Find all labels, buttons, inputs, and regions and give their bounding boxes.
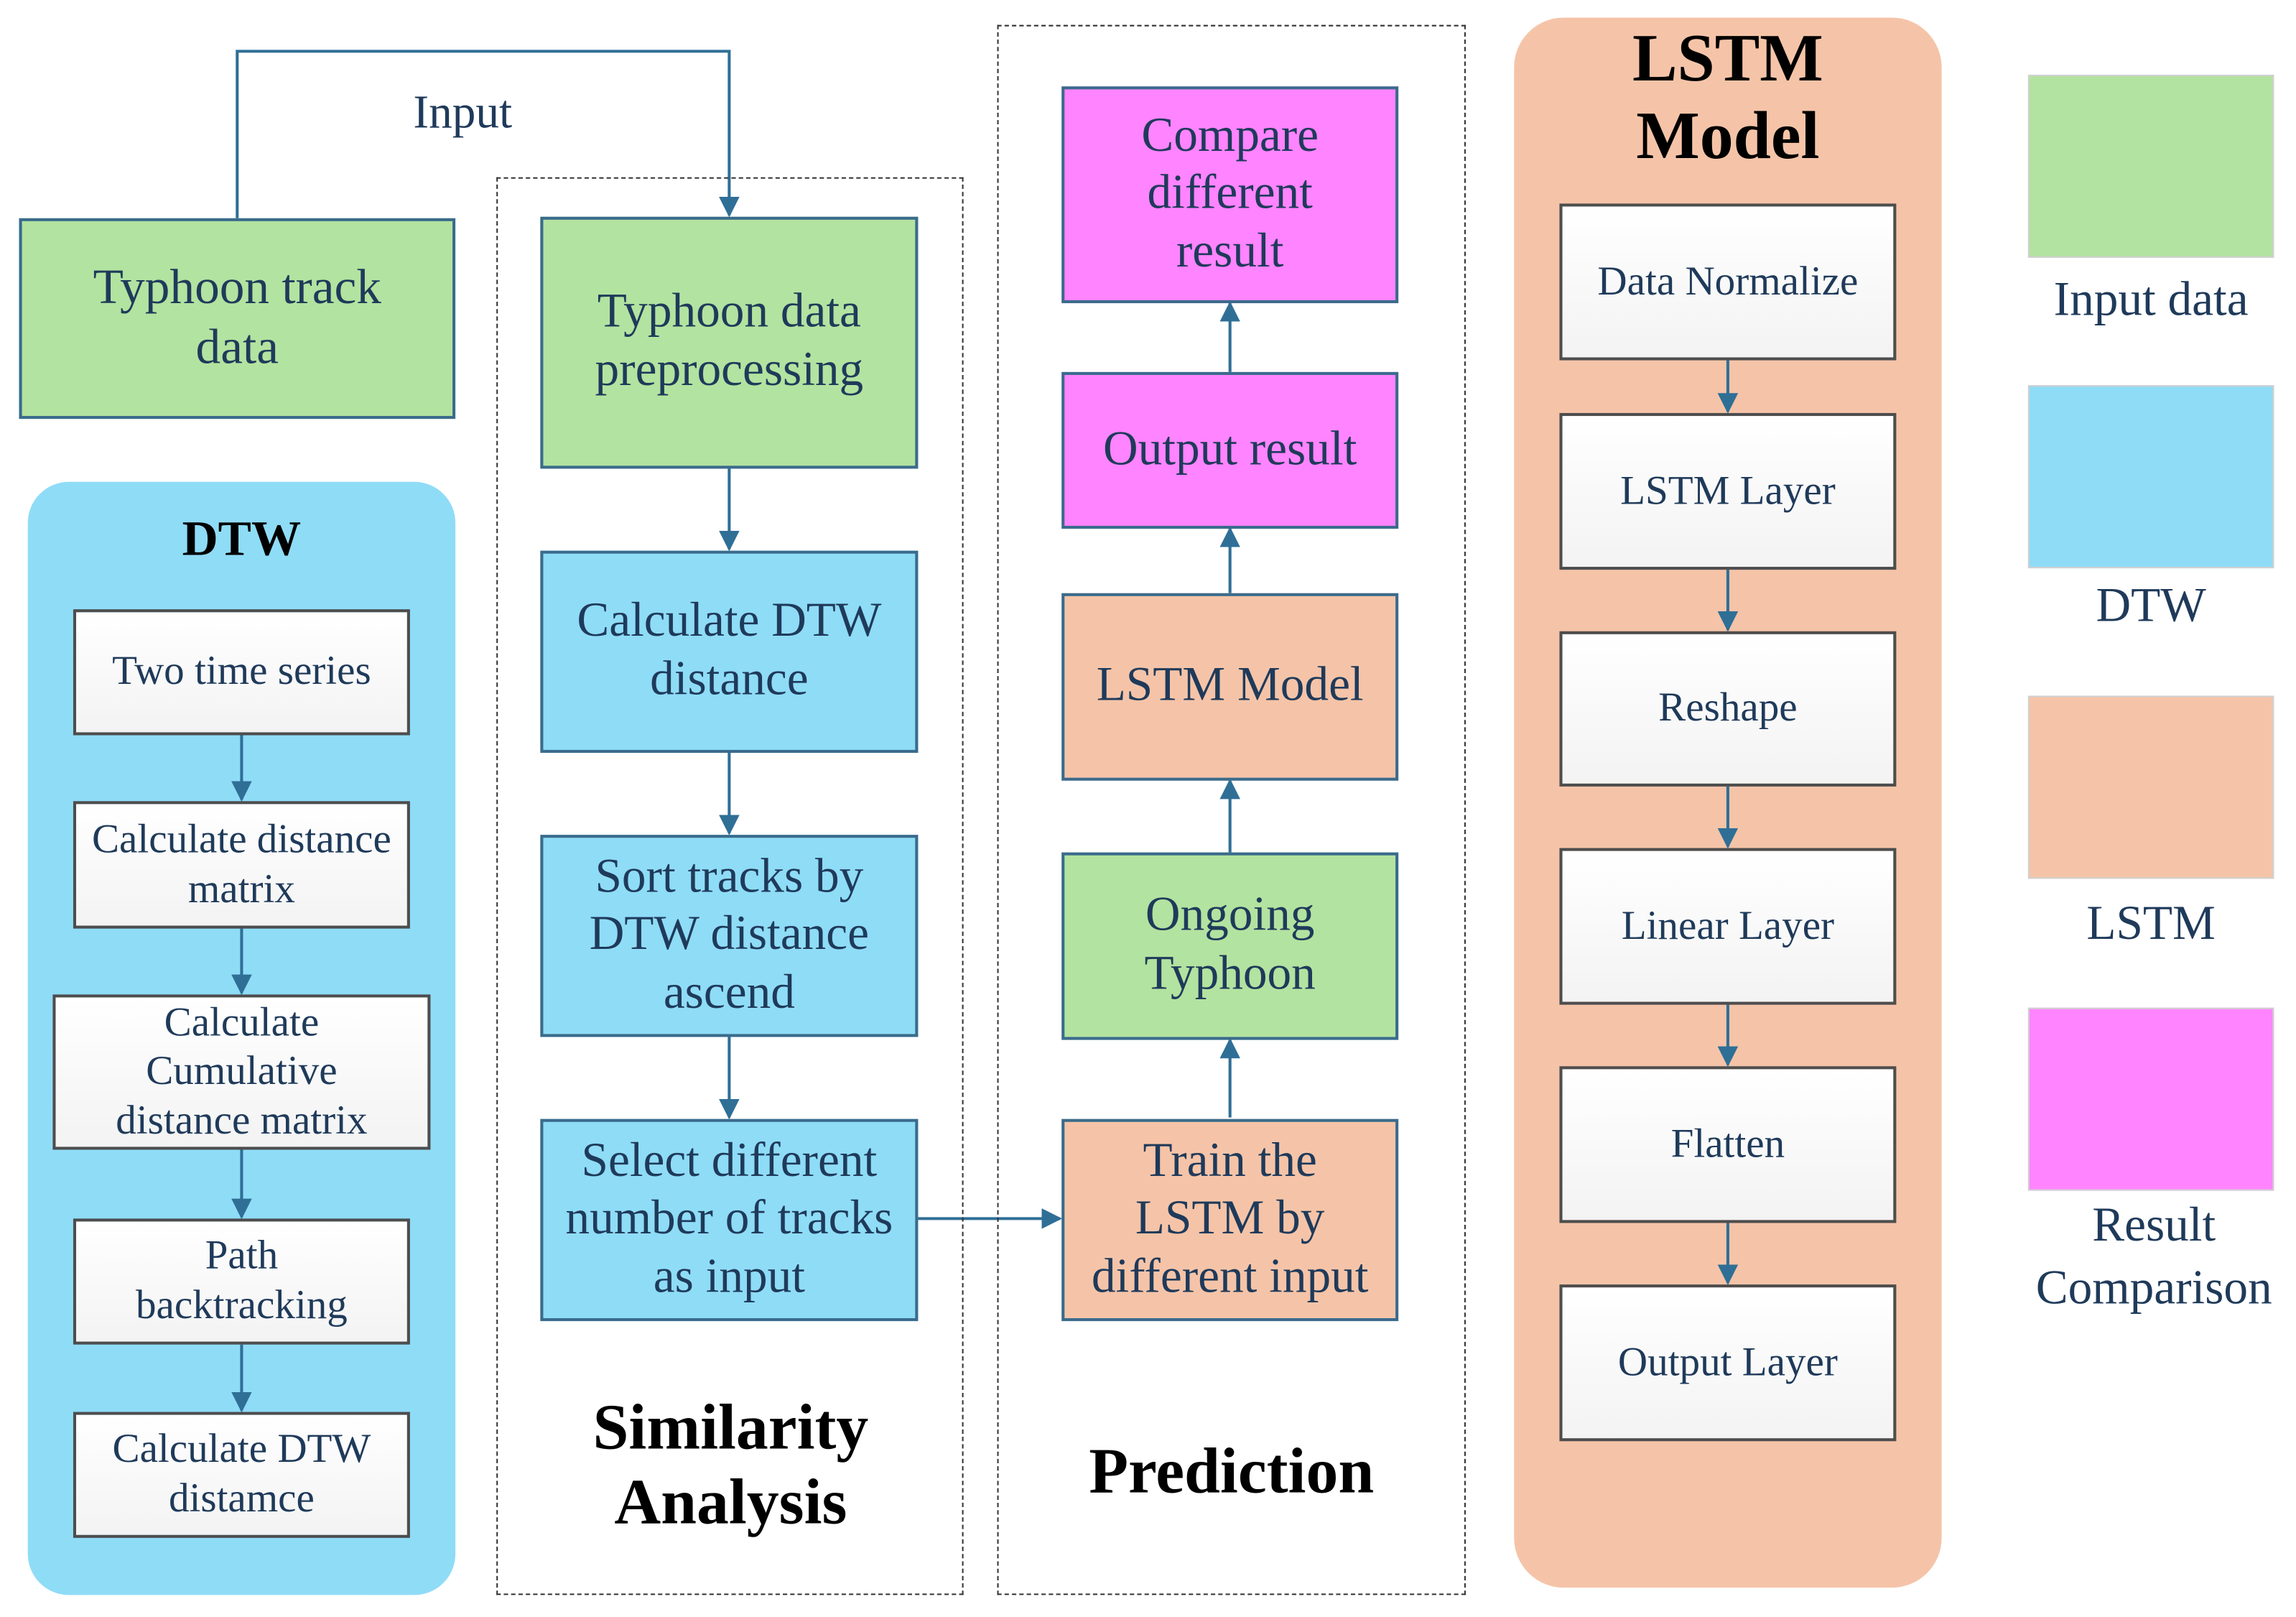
lstm-step-data-normalize: Data Normalize [1559, 203, 1897, 361]
lstm-step-linear-layer: Linear Layer [1559, 848, 1897, 1005]
sort-tracks-box: Sort tracks by DTW distance ascend [540, 835, 919, 1037]
output-result-box: Output result [1061, 371, 1399, 529]
dtw-step-calculate-distance: Calculate DTW distamce [73, 1412, 410, 1538]
legend-label-result-comparison: Result Comparison [2035, 1199, 2272, 1315]
lstm-step-reshape: Reshape [1559, 631, 1897, 787]
dtw-step-two-time-series: Two time series [73, 609, 410, 736]
lstm-step-output-layer: Output Layer [1559, 1284, 1897, 1442]
input-label: Input [413, 85, 513, 138]
lstm-model-box: LSTM Model [1061, 593, 1399, 781]
select-tracks-box: Select different number of tracks as inp… [540, 1118, 919, 1322]
legend-label-dtw: DTW [2096, 580, 2206, 633]
legend-swatch-result-comparison [2027, 1007, 2274, 1191]
dtw-step-cumulative-matrix: Calculate Cumulative distance matrix [52, 994, 431, 1150]
compare-result-box: Compare different result [1061, 86, 1399, 304]
prediction-title: Prediction [1089, 1435, 1375, 1508]
ongoing-typhoon-box: Ongoing Typhoon [1061, 852, 1399, 1040]
lstm-panel-title: LSTM Model [1632, 20, 1823, 173]
similarity-analysis-frame [496, 177, 964, 1595]
input-connector [236, 50, 740, 218]
lstm-step-lstm-layer: LSTM Layer [1559, 412, 1897, 570]
calculate-dtw-distance-box: Calculate DTW distance [540, 550, 919, 753]
legend-swatch-lstm [2027, 695, 2274, 879]
similarity-analysis-title: Similarity Analysis [592, 1391, 869, 1538]
dtw-panel-title: DTW [182, 512, 302, 567]
train-lstm-box: Train the LSTM by different input [1061, 1118, 1399, 1322]
legend-swatch-dtw [2027, 385, 2274, 569]
legend-swatch-input-data [2027, 74, 2274, 258]
dtw-step-path-backtracking: Path backtracking [73, 1218, 410, 1345]
legend-label-input-data: Input data [2053, 274, 2249, 327]
typhoon-data-preprocessing-box: Typhoon data preprocessing [540, 216, 919, 469]
typhoon-track-data-box: Typhoon track data [19, 218, 456, 420]
legend-label-lstm: LSTM [2086, 897, 2216, 951]
lstm-step-flatten: Flatten [1559, 1066, 1897, 1223]
dtw-step-distance-matrix: Calculate distance matrix [73, 801, 410, 929]
prediction-frame [997, 24, 1466, 1595]
